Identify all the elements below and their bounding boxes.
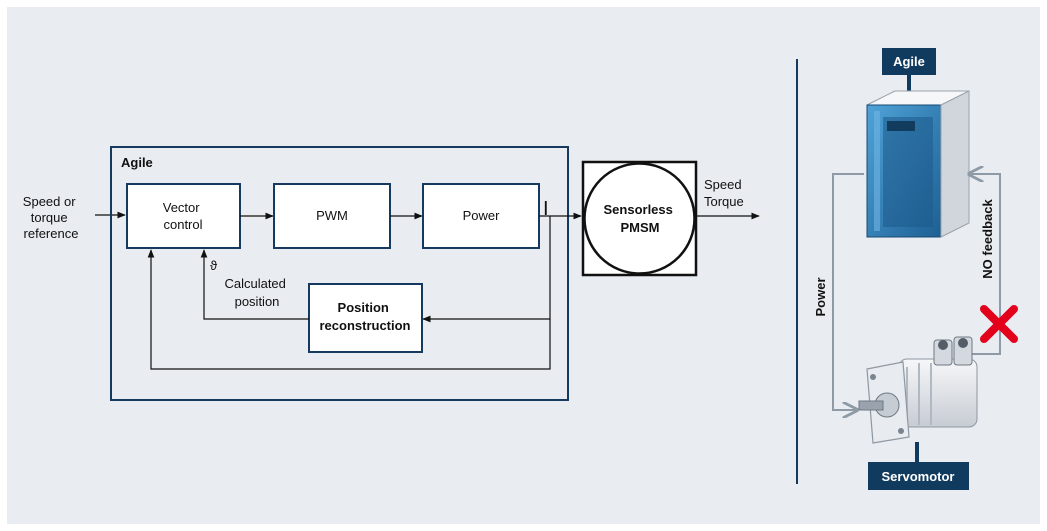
agile-tag (882, 48, 936, 75)
agile-container-title: Agile (121, 155, 153, 170)
position-reconstruction-block (308, 283, 423, 353)
position-to-vector-control (200, 249, 309, 320)
background (7, 7, 1040, 524)
drive-unit-image (866, 90, 970, 238)
agile-container (110, 146, 569, 401)
diagram-canvas: Speed or torque reference Agile Vector c… (7, 7, 1040, 524)
feedback-arrow-label: NO feedback (980, 198, 995, 278)
block-diagram: Speed or torque reference Agile Vector c… (23, 146, 760, 401)
motor-label: Sensorless PMSM (604, 202, 677, 235)
power-arrow (832, 173, 864, 410)
calculated-position-label: Calculated position (224, 276, 289, 309)
current-symbol: I (543, 198, 549, 220)
input-label: Speed or torque reference (23, 194, 79, 241)
pwm-block (273, 183, 391, 249)
power-arrow-label: Power (813, 277, 828, 316)
feedback-to-vector-control (147, 249, 551, 370)
servomotor-tag (868, 462, 969, 490)
servomotor-tag-label: Servomotor (882, 469, 955, 484)
power-block (422, 183, 540, 249)
position-reconstruction-label: Position reconstruction (319, 300, 410, 333)
servomotor-image (858, 336, 978, 444)
right-panel: Agile Power NO feedback (813, 48, 1018, 490)
vector-control-label: Vector control (163, 200, 203, 232)
no-feedback-cross-icon (980, 305, 1018, 343)
output-labels: Speed Torque (704, 177, 745, 209)
vector-control-block (126, 183, 241, 249)
motor-circle (583, 162, 696, 275)
pwm-label: PWM (316, 208, 348, 223)
theta-symbol: ϑ (210, 258, 218, 273)
agile-tag-label: Agile (893, 54, 925, 69)
power-label: Power (463, 208, 501, 223)
feedback-arrow (969, 174, 1001, 355)
